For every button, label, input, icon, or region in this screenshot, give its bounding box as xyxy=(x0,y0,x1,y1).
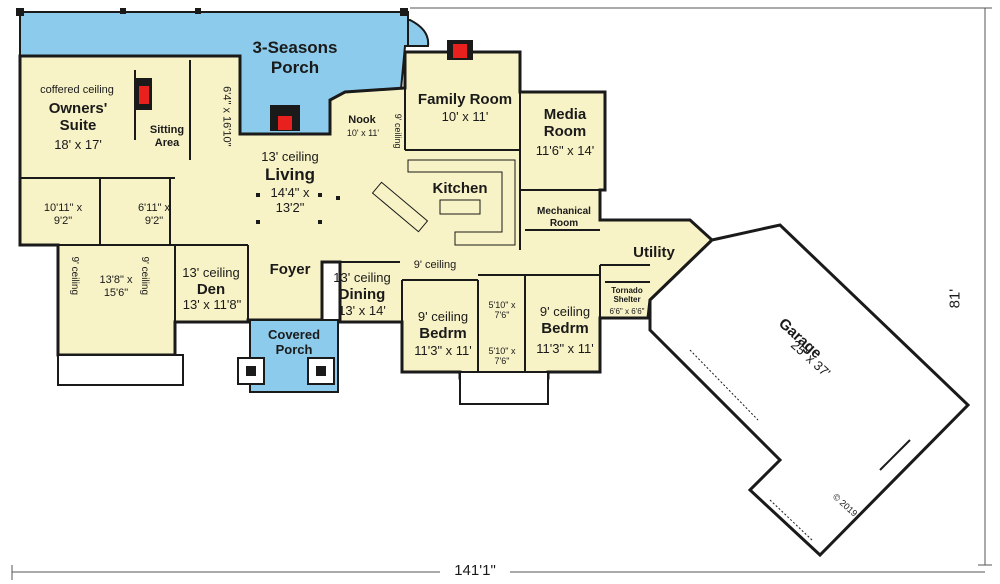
interior-walls xyxy=(20,60,650,372)
label-tornado-dims: 6'6" x 6'6" xyxy=(609,307,645,316)
label-family-dims: 10' x 11' xyxy=(441,109,489,124)
label-tornado-shelter: Tornado Shelter xyxy=(611,286,643,305)
garage-floor xyxy=(648,223,971,558)
label-media-room: Media Room xyxy=(543,106,587,141)
label-hall-ceiling: 9' ceiling xyxy=(413,259,457,271)
label-bed1-ceiling: 9' ceiling xyxy=(417,309,469,324)
label-utility: Utility xyxy=(633,244,675,261)
label-media-dims: 11'6" x 14' xyxy=(535,143,595,158)
label-bath-ceiling-right: 9' ceiling xyxy=(138,256,150,296)
label-family-room: Family Room xyxy=(417,91,513,108)
label-mechanical-room: Mechanical Room xyxy=(537,206,591,229)
bedroom-bay xyxy=(459,371,549,405)
label-nook-dims: 10' x 11' xyxy=(346,128,380,138)
label-owners-suite: Owners' Suite xyxy=(48,100,108,135)
label-closet-dims: 6'4" x 16'10" xyxy=(220,86,233,147)
label-nook-ceiling: 9' ceiling xyxy=(393,113,404,149)
label-living-ceiling: 13' ceiling xyxy=(261,149,319,164)
garage-side-door xyxy=(879,439,911,471)
label-sitting-area: Sitting Area xyxy=(149,124,185,149)
label-wic2-dims: 6'11" x 9'2" xyxy=(137,202,171,227)
label-bed2-ceiling: 9' ceiling xyxy=(539,304,591,319)
garage-door-line xyxy=(689,349,759,421)
label-den-ceiling: 13' ceiling xyxy=(182,265,240,280)
label-living: Living xyxy=(264,165,316,184)
label-bath-ceiling-left: 9' ceiling xyxy=(68,256,80,296)
label-bath2b-dims: 5'10" x 7'6" xyxy=(488,346,516,367)
label-bed1-dims: 11'3" x 11' xyxy=(414,343,472,358)
label-bath2a-dims: 5'10" x 7'6" xyxy=(488,300,516,321)
garage-door-line-2 xyxy=(769,499,813,541)
label-owners-ceiling: coffered ceiling xyxy=(40,84,114,96)
dimension-width: 141'1" xyxy=(440,562,510,580)
label-foyer: Foyer xyxy=(269,261,311,278)
label-owners-dims: 18' x 17' xyxy=(54,137,102,152)
label-bed2-dims: 11'3" x 11' xyxy=(536,341,594,356)
bath-bay xyxy=(57,354,184,386)
label-den: Den xyxy=(196,281,226,298)
kitchen-counters xyxy=(371,159,516,246)
label-bath-dims: 13'8" x 15'6" xyxy=(99,274,133,299)
label-bed1: Bedrm xyxy=(419,325,467,342)
dimension-depth: 81' xyxy=(946,288,964,309)
label-wic1-dims: 10'11" x 9'2" xyxy=(43,202,83,227)
label-nook: Nook xyxy=(348,114,376,126)
living-columns xyxy=(256,193,340,224)
label-covered-porch: Covered Porch xyxy=(267,327,321,357)
label-living-dims: 14'4" x 13'2" xyxy=(270,185,310,215)
label-kitchen: Kitchen xyxy=(432,180,488,197)
label-den-dims: 13' x 11'8" xyxy=(182,297,242,312)
label-3-seasons-porch: 3-Seasons Porch xyxy=(252,38,338,77)
label-bed2: Bedrm xyxy=(541,320,589,337)
label-dining: Dining xyxy=(338,286,386,303)
label-dining-ceiling: 13' ceiling xyxy=(333,270,391,285)
label-dining-dims: 13' x 14' xyxy=(338,303,386,318)
